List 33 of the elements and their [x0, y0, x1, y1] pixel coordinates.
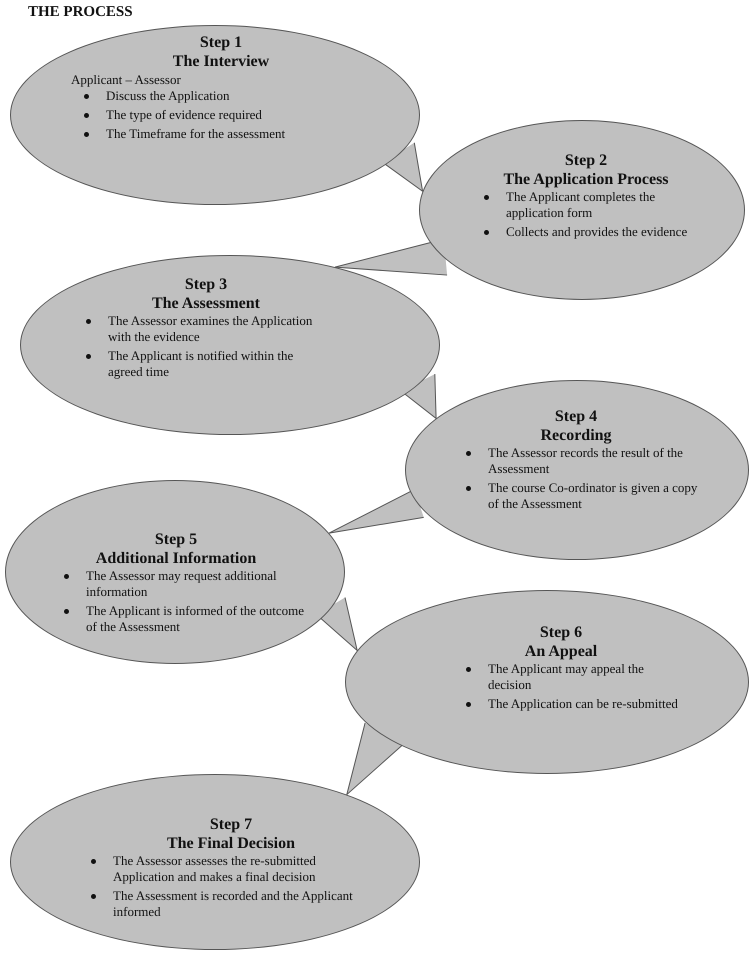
step-number: Step 5: [154, 530, 198, 549]
participants-text: Applicant – Assessor: [71, 71, 182, 88]
step-title: The Final Decision: [166, 834, 296, 853]
bullet-item: The Assessor records the result of the Assessment: [461, 445, 711, 477]
bullet-item: Collects and provides the evidence: [479, 224, 701, 240]
bullet-item: The Applicant is notified within the agreed time: [81, 348, 331, 380]
step-title: The Interview: [172, 52, 270, 71]
step-title: The Assessment: [150, 294, 261, 313]
bullet-item: The Timeframe for the assessment: [79, 126, 371, 142]
step-title: Recording: [539, 426, 613, 445]
step-title: The Application Process: [502, 170, 670, 189]
bullet-item: The Assessor assesses the re-submitted Application and makes a final decision: [86, 853, 376, 885]
speech-bubble-tail: [328, 488, 424, 534]
bullet-item: The Assessor examines the Application with the evidence: [81, 313, 331, 345]
bullet-item: The course Co-ordinator is given a copy of the Assessment: [461, 480, 711, 512]
step-number: Step 3: [184, 275, 228, 294]
step-title: An Appeal: [524, 642, 598, 661]
speech-bubble-tail: [346, 722, 403, 796]
step-number: Step 4: [554, 407, 598, 426]
step-number: Step 7: [208, 815, 254, 834]
step-number: Step 6: [538, 623, 584, 642]
bullet-item: The Assessment is recorded and the Applicant informed: [86, 888, 376, 920]
diagram-title: THE PROCESS: [28, 4, 133, 21]
step-number: Step 2: [564, 151, 608, 170]
bullet-item: Discuss the Application: [79, 88, 371, 104]
bullet-item: The type of evidence required: [79, 107, 371, 123]
bullet-item: The Applicant is informed of the outcome of the Assessment: [59, 603, 311, 635]
bullet-item: The Applicant may appeal the decision: [461, 661, 681, 693]
step-title: Additional Information: [94, 549, 258, 568]
bullet-item: The Application can be re-submitted: [461, 696, 681, 712]
bullet-item: The Assessor may request additional information: [59, 568, 311, 600]
bullet-item: The Applicant completes the application form: [479, 189, 701, 221]
step-number: Step 1: [198, 33, 244, 52]
